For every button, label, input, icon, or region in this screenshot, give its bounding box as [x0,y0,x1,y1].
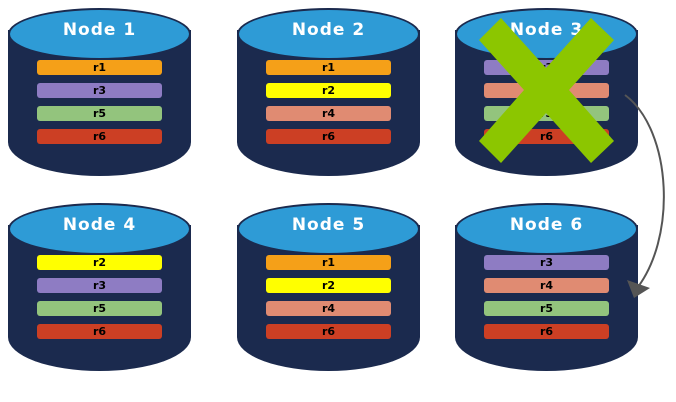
node-3[interactable]: Node 3 r3 r4 r5 r6 [455,8,638,183]
record-bar[interactable]: r4 [266,301,391,316]
record-list: r2 r3 r5 r6 [37,255,162,347]
record-bar[interactable]: r4 [266,106,391,121]
record-bar[interactable]: r6 [37,324,162,339]
record-bar[interactable]: r5 [484,301,609,316]
record-bar[interactable]: r5 [37,301,162,316]
record-bar[interactable]: r6 [484,129,609,144]
record-bar[interactable]: r3 [484,60,609,75]
cylinder-top [8,203,191,255]
record-bar[interactable]: r1 [37,60,162,75]
cylinder-top [455,203,638,255]
record-bar[interactable]: r2 [266,278,391,293]
record-list: r1 r2 r4 r6 [266,255,391,347]
record-bar[interactable]: r6 [266,129,391,144]
record-bar[interactable]: r3 [484,255,609,270]
record-bar[interactable]: r1 [266,255,391,270]
record-bar[interactable]: r6 [266,324,391,339]
record-bar[interactable]: r6 [484,324,609,339]
record-bar[interactable]: r4 [484,83,609,98]
cylinder-top [8,8,191,60]
record-bar[interactable]: r5 [37,106,162,121]
record-bar[interactable]: r3 [37,278,162,293]
record-bar[interactable]: r4 [484,278,609,293]
record-bar[interactable]: r1 [266,60,391,75]
cylinder-top [455,8,638,60]
node-1[interactable]: Node 1 r1 r3 r5 r6 [8,8,191,183]
cylinder-top [237,203,420,255]
record-bar[interactable]: r5 [484,106,609,121]
node-5[interactable]: Node 5 r1 r2 r4 r6 [237,203,420,378]
cylinder-top [237,8,420,60]
record-bar[interactable]: r3 [37,83,162,98]
record-bar[interactable]: r2 [37,255,162,270]
record-list: r3 r4 r5 r6 [484,255,609,347]
node-6[interactable]: Node 6 r3 r4 r5 r6 [455,203,638,378]
record-bar[interactable]: r6 [37,129,162,144]
node-4[interactable]: Node 4 r2 r3 r5 r6 [8,203,191,378]
record-list: r1 r2 r4 r6 [266,60,391,152]
record-list: r3 r4 r5 r6 [484,60,609,152]
record-bar[interactable]: r2 [266,83,391,98]
record-list: r1 r3 r5 r6 [37,60,162,152]
node-2[interactable]: Node 2 r1 r2 r4 r6 [237,8,420,183]
